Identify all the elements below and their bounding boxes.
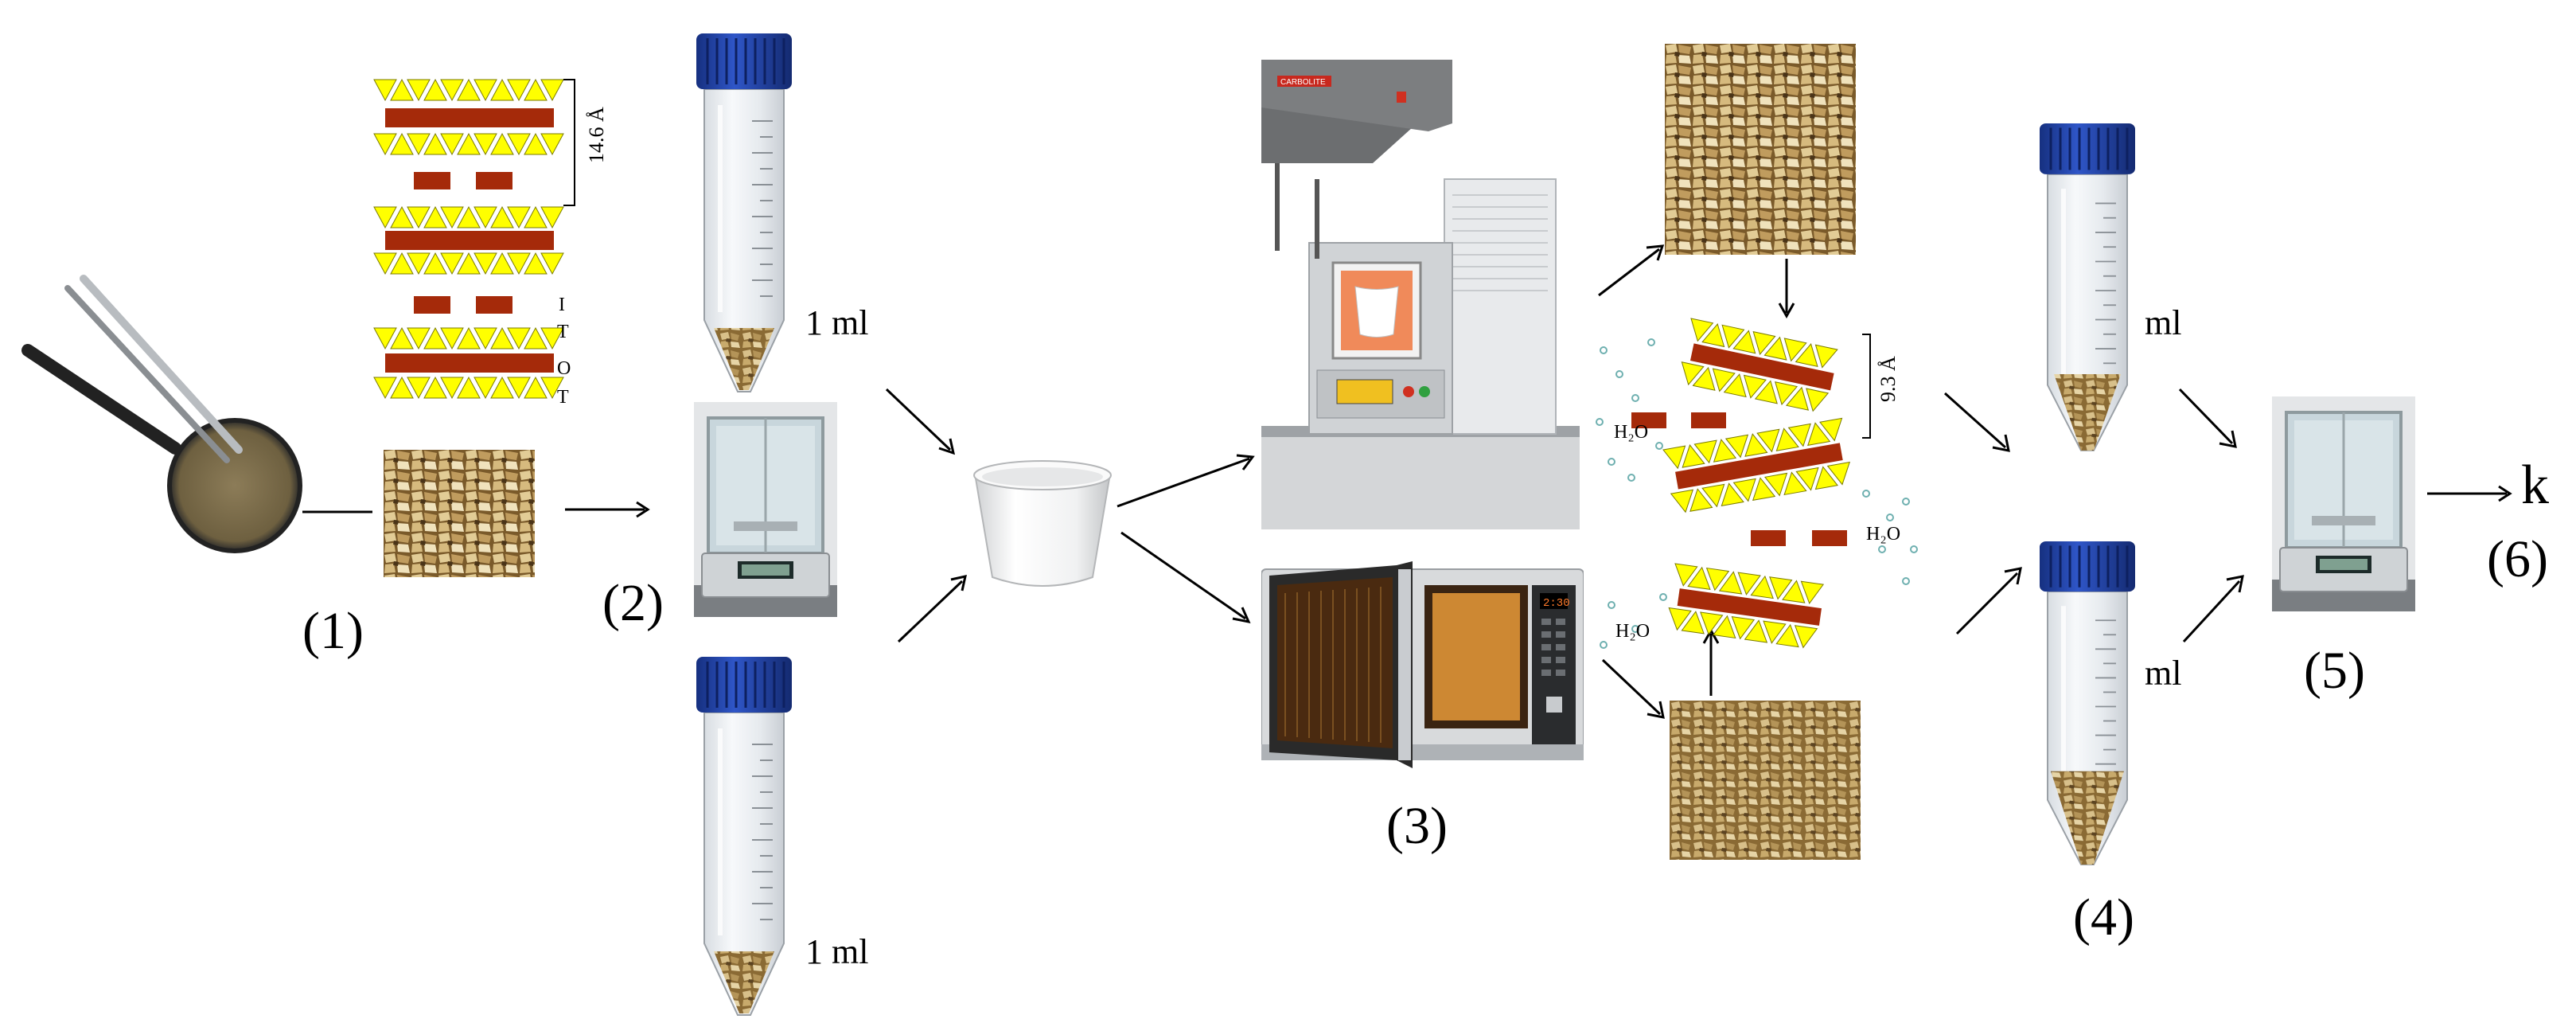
water-label: H₂O xyxy=(1614,422,1649,443)
step-label-2: (2) xyxy=(602,574,664,632)
centrifuge-tube-icon xyxy=(696,657,792,1023)
arrow-icon xyxy=(883,386,963,458)
vermiculite-pile-icon xyxy=(1670,701,1861,860)
arrow-icon xyxy=(1600,657,1667,720)
vermiculite-structure-raw xyxy=(366,72,613,422)
step-label-3: (3) xyxy=(1386,797,1448,855)
arrow-icon xyxy=(1114,454,1257,510)
arrow-icon xyxy=(1942,390,2013,454)
microwave-oven-icon: 2:30 xyxy=(1261,561,1584,768)
tube-volume-label: 1 ml xyxy=(805,932,869,971)
step-label-6: (6) xyxy=(2487,530,2548,588)
arrow-icon xyxy=(2180,573,2248,645)
arrow-icon xyxy=(565,498,653,521)
vermiculite-structure-expanded xyxy=(1588,310,1930,661)
connector-line xyxy=(302,510,374,514)
analytical-balance-icon xyxy=(694,402,837,617)
vermiculite-pile-icon xyxy=(384,450,535,577)
analytical-balance-icon xyxy=(2272,396,2415,611)
tube-volume-label: ml xyxy=(2145,303,2182,342)
vermiculite-pile-icon xyxy=(1665,44,1856,255)
furnace-brand-text: CARBOLITE xyxy=(1280,78,1326,87)
arrow-icon xyxy=(1775,259,1799,318)
layer-label-I: I xyxy=(559,295,565,315)
arrow-icon xyxy=(1596,243,1667,299)
water-label: H₂O xyxy=(1615,621,1650,642)
step-label-1: (1) xyxy=(302,602,364,660)
spacing-label-raw: 14.6 Å xyxy=(585,107,608,163)
muffle-furnace-icon: CARBOLITE xyxy=(1261,60,1580,529)
result-symbol: k xyxy=(2521,455,2549,516)
step-label-5: (5) xyxy=(2304,642,2365,700)
layer-label-T1: T xyxy=(557,322,569,342)
arrow-icon xyxy=(895,573,975,645)
tube-volume-label: ml xyxy=(2145,654,2182,693)
step-label-4: (4) xyxy=(2073,888,2134,947)
centrifuge-tube-icon xyxy=(2040,541,2135,872)
centrifuge-tube-icon xyxy=(696,33,792,400)
spacing-label-expanded: 9.3 Å xyxy=(1876,356,1900,402)
centrifuge-tube-icon xyxy=(2040,123,2135,458)
microwave-display-text: 2:30 xyxy=(1543,597,1570,610)
tube-volume-label: 1 ml xyxy=(805,303,869,342)
arrow-icon xyxy=(2177,386,2240,450)
arrow-icon xyxy=(2427,482,2515,506)
water-label: H₂O xyxy=(1866,524,1901,545)
arrow-icon xyxy=(1118,529,1253,625)
layer-label-T2: T xyxy=(557,387,569,408)
arrow-icon xyxy=(1954,565,2025,637)
tweezers-magnifier-icon xyxy=(12,263,314,565)
layer-label-O: O xyxy=(557,358,571,379)
crucible-icon xyxy=(967,458,1118,597)
